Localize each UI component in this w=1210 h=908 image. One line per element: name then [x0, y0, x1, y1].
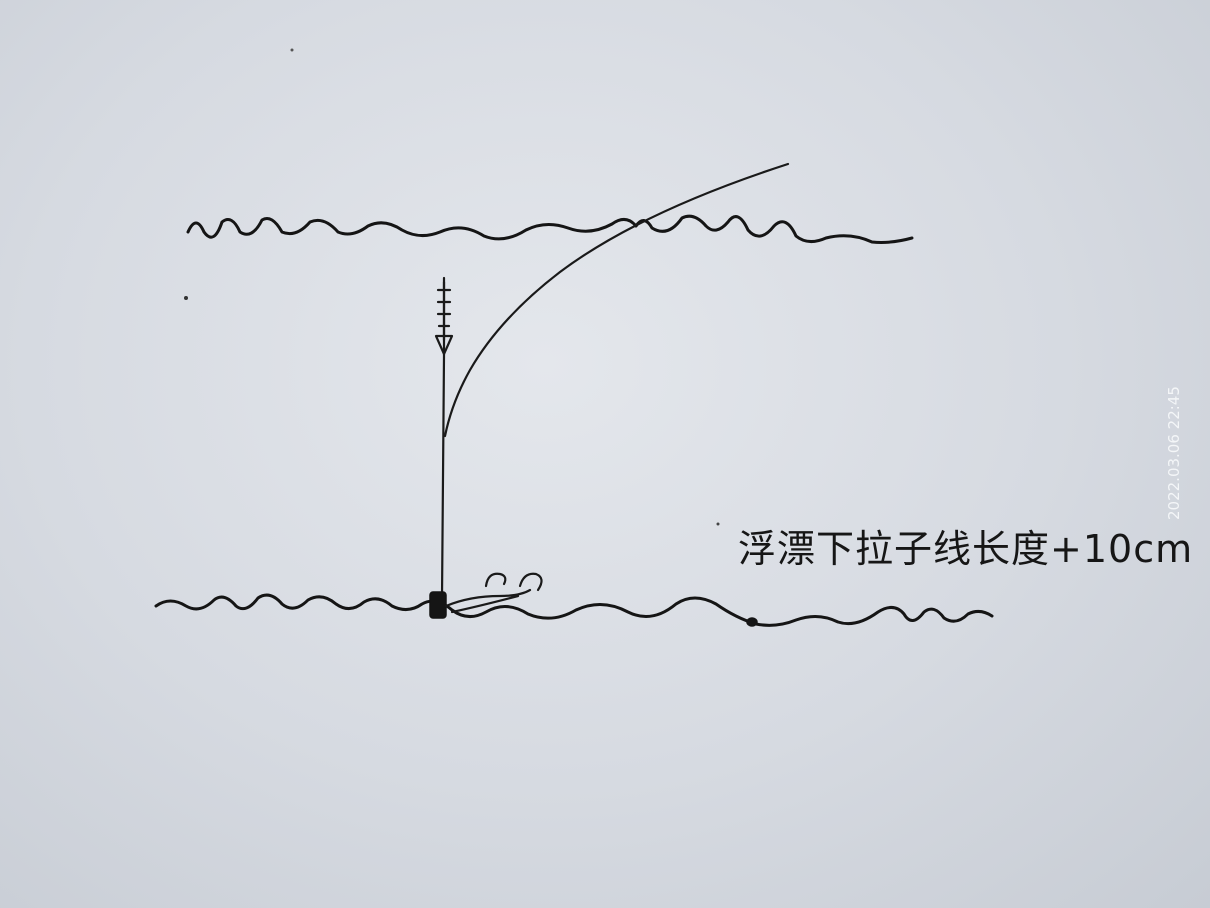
paper-speck [290, 48, 294, 52]
main-fishing-line [443, 162, 790, 438]
lake-bottom-line [154, 593, 994, 627]
paper-speck [184, 296, 188, 300]
paper-speck [716, 522, 720, 526]
sinker-icon [429, 591, 447, 619]
photo-timestamp: 2022.03.06 22:45 [1165, 386, 1183, 520]
handwritten-annotation: 浮漂下拉子线长度+10cm [738, 527, 1194, 571]
hook-icon [444, 572, 543, 614]
water-surface-line [186, 214, 914, 244]
pebble-mark [746, 617, 758, 627]
float-icon [434, 276, 454, 356]
